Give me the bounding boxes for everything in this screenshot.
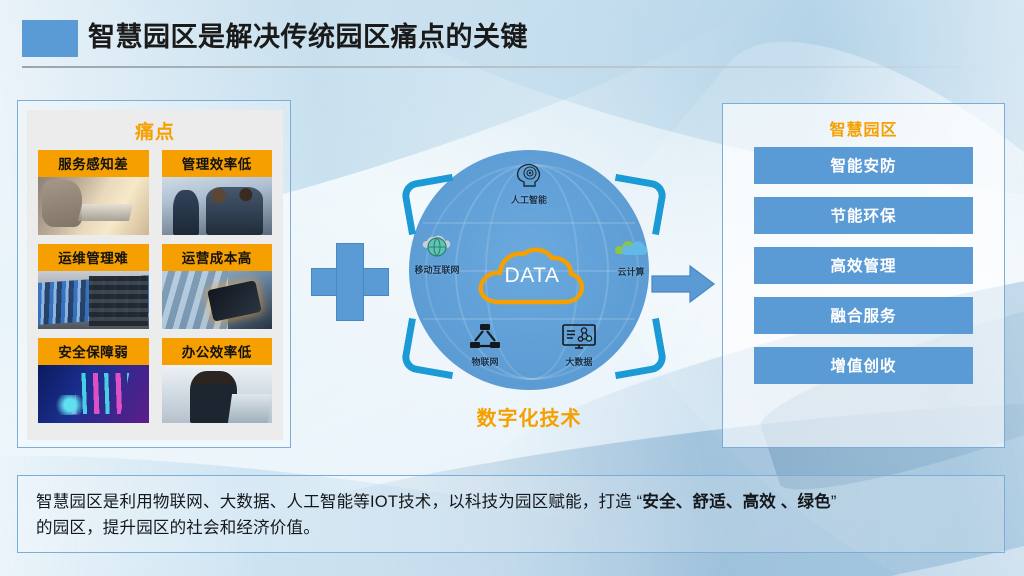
tablet-city-photo (161, 271, 272, 329)
neon-data-photo (38, 365, 149, 423)
corner-bracket-icon (606, 173, 669, 236)
pain-card[interactable]: 运维管理难 (38, 244, 149, 329)
corner-bracket-icon (399, 173, 462, 236)
caption-text-a: 智慧园区是利用物联网、大数据、人工智能等IOT技术，以科技为园区赋能，打造 “ (36, 493, 643, 511)
pain-card-label: 管理效率低 (161, 150, 272, 177)
globe-latitude (423, 222, 635, 224)
globe-latitude (423, 270, 635, 272)
tech-node-ai[interactable]: 人工智能 (494, 158, 564, 206)
smart-park-item[interactable]: 节能环保 (754, 197, 973, 234)
digital-technology-caption: 数字化技术 (476, 408, 582, 430)
page-title: 智慧园区是解决传统园区痛点的关键 (88, 22, 528, 52)
tech-node-iot[interactable]: 物联网 (450, 320, 520, 368)
smart-park-item[interactable]: 增值创收 (754, 347, 973, 384)
data-cloud-label: DATA (504, 264, 560, 287)
pain-card-label: 服务感知差 (38, 150, 149, 177)
smart-park-list: 智能安防 节能环保 高效管理 融合服务 增值创收 (723, 140, 1004, 384)
smart-park-item[interactable]: 高效管理 (754, 247, 973, 284)
smart-park-item[interactable]: 智能安防 (754, 147, 973, 184)
pain-card-label: 办公效率低 (161, 338, 272, 365)
tech-node-big-data[interactable]: 大数据 (544, 320, 614, 368)
tech-circle (409, 150, 649, 390)
plus-icon (311, 243, 389, 321)
caption-line-1: 智慧园区是利用物联网、大数据、人工智能等IOT技术，以科技为园区赋能，打造 “安… (36, 489, 986, 515)
smart-park-item[interactable]: 融合服务 (754, 297, 973, 334)
pain-card-label: 安全保障弱 (38, 338, 149, 365)
arrow-right-icon (650, 262, 716, 306)
caption-text-highlight: 安全、舒适、高效 、绿色 (642, 493, 831, 511)
header-accent-block (22, 20, 78, 57)
business-meeting-photo (161, 177, 272, 235)
monitor-analytics-icon (544, 320, 614, 354)
pain-points-inner: 痛点 服务感知差 管理效率低 运维管理难 运营成本高 安全保障弱 (27, 110, 283, 440)
tech-node-mobile-internet[interactable]: 移动互联网 (402, 228, 472, 276)
pain-card[interactable]: 办公效率低 (161, 338, 272, 423)
globe-latitude (423, 318, 635, 320)
caption-line-2: 的园区，提升园区的社会和经济价值。 (36, 519, 320, 537)
pain-points-panel: 痛点 服务感知差 管理效率低 运维管理难 运营成本高 安全保障弱 (17, 100, 291, 448)
caption-text-c: ” (830, 493, 837, 511)
cloud-icon (596, 230, 666, 264)
smart-park-panel: 智慧园区 智能安防 节能环保 高效管理 融合服务 增值创收 (722, 103, 1005, 448)
summary-caption: 智慧园区是利用物联网、大数据、人工智能等IOT技术，以科技为园区赋能，打造 “安… (17, 475, 1005, 553)
tech-node-label: 人工智能 (510, 195, 547, 205)
pain-card[interactable]: 安全保障弱 (38, 338, 149, 423)
tech-node-label: 移动互联网 (414, 265, 460, 275)
header-divider (22, 66, 1002, 68)
pain-points-grid: 服务感知差 管理效率低 运维管理难 运营成本高 安全保障弱 办公效率低 (27, 144, 283, 423)
office-desk-photo (38, 177, 149, 235)
data-cloud: DATA (474, 238, 590, 310)
pain-card[interactable]: 管理效率低 (161, 150, 272, 235)
pain-card-label: 运维管理难 (38, 244, 149, 271)
smart-park-title: 智慧园区 (829, 122, 898, 139)
tired-worker-photo (161, 365, 272, 423)
digital-technology-diagram: DATA 人工智能 移动互联网 (398, 150, 669, 440)
tech-node-cloud-computing[interactable]: 云计算 (596, 230, 666, 278)
cloud-outline-icon (478, 247, 585, 305)
pain-card-label: 运营成本高 (161, 244, 272, 271)
plus-icon-bar-v (336, 243, 364, 321)
slide-header: 智慧园区是解决传统园区痛点的关键 (0, 14, 1024, 68)
pain-points-title: 痛点 (134, 122, 175, 143)
corner-bracket-icon (606, 317, 669, 380)
globe-cloud-icon (402, 228, 472, 262)
tech-node-label: 物联网 (471, 357, 499, 367)
pain-card[interactable]: 运营成本高 (161, 244, 272, 329)
server-cabling-photo (38, 271, 149, 329)
pain-card[interactable]: 服务感知差 (38, 150, 149, 235)
tech-node-label: 大数据 (565, 357, 593, 367)
iot-network-icon (450, 320, 520, 354)
tech-node-label: 云计算 (617, 267, 645, 277)
ai-brain-icon (494, 158, 564, 192)
